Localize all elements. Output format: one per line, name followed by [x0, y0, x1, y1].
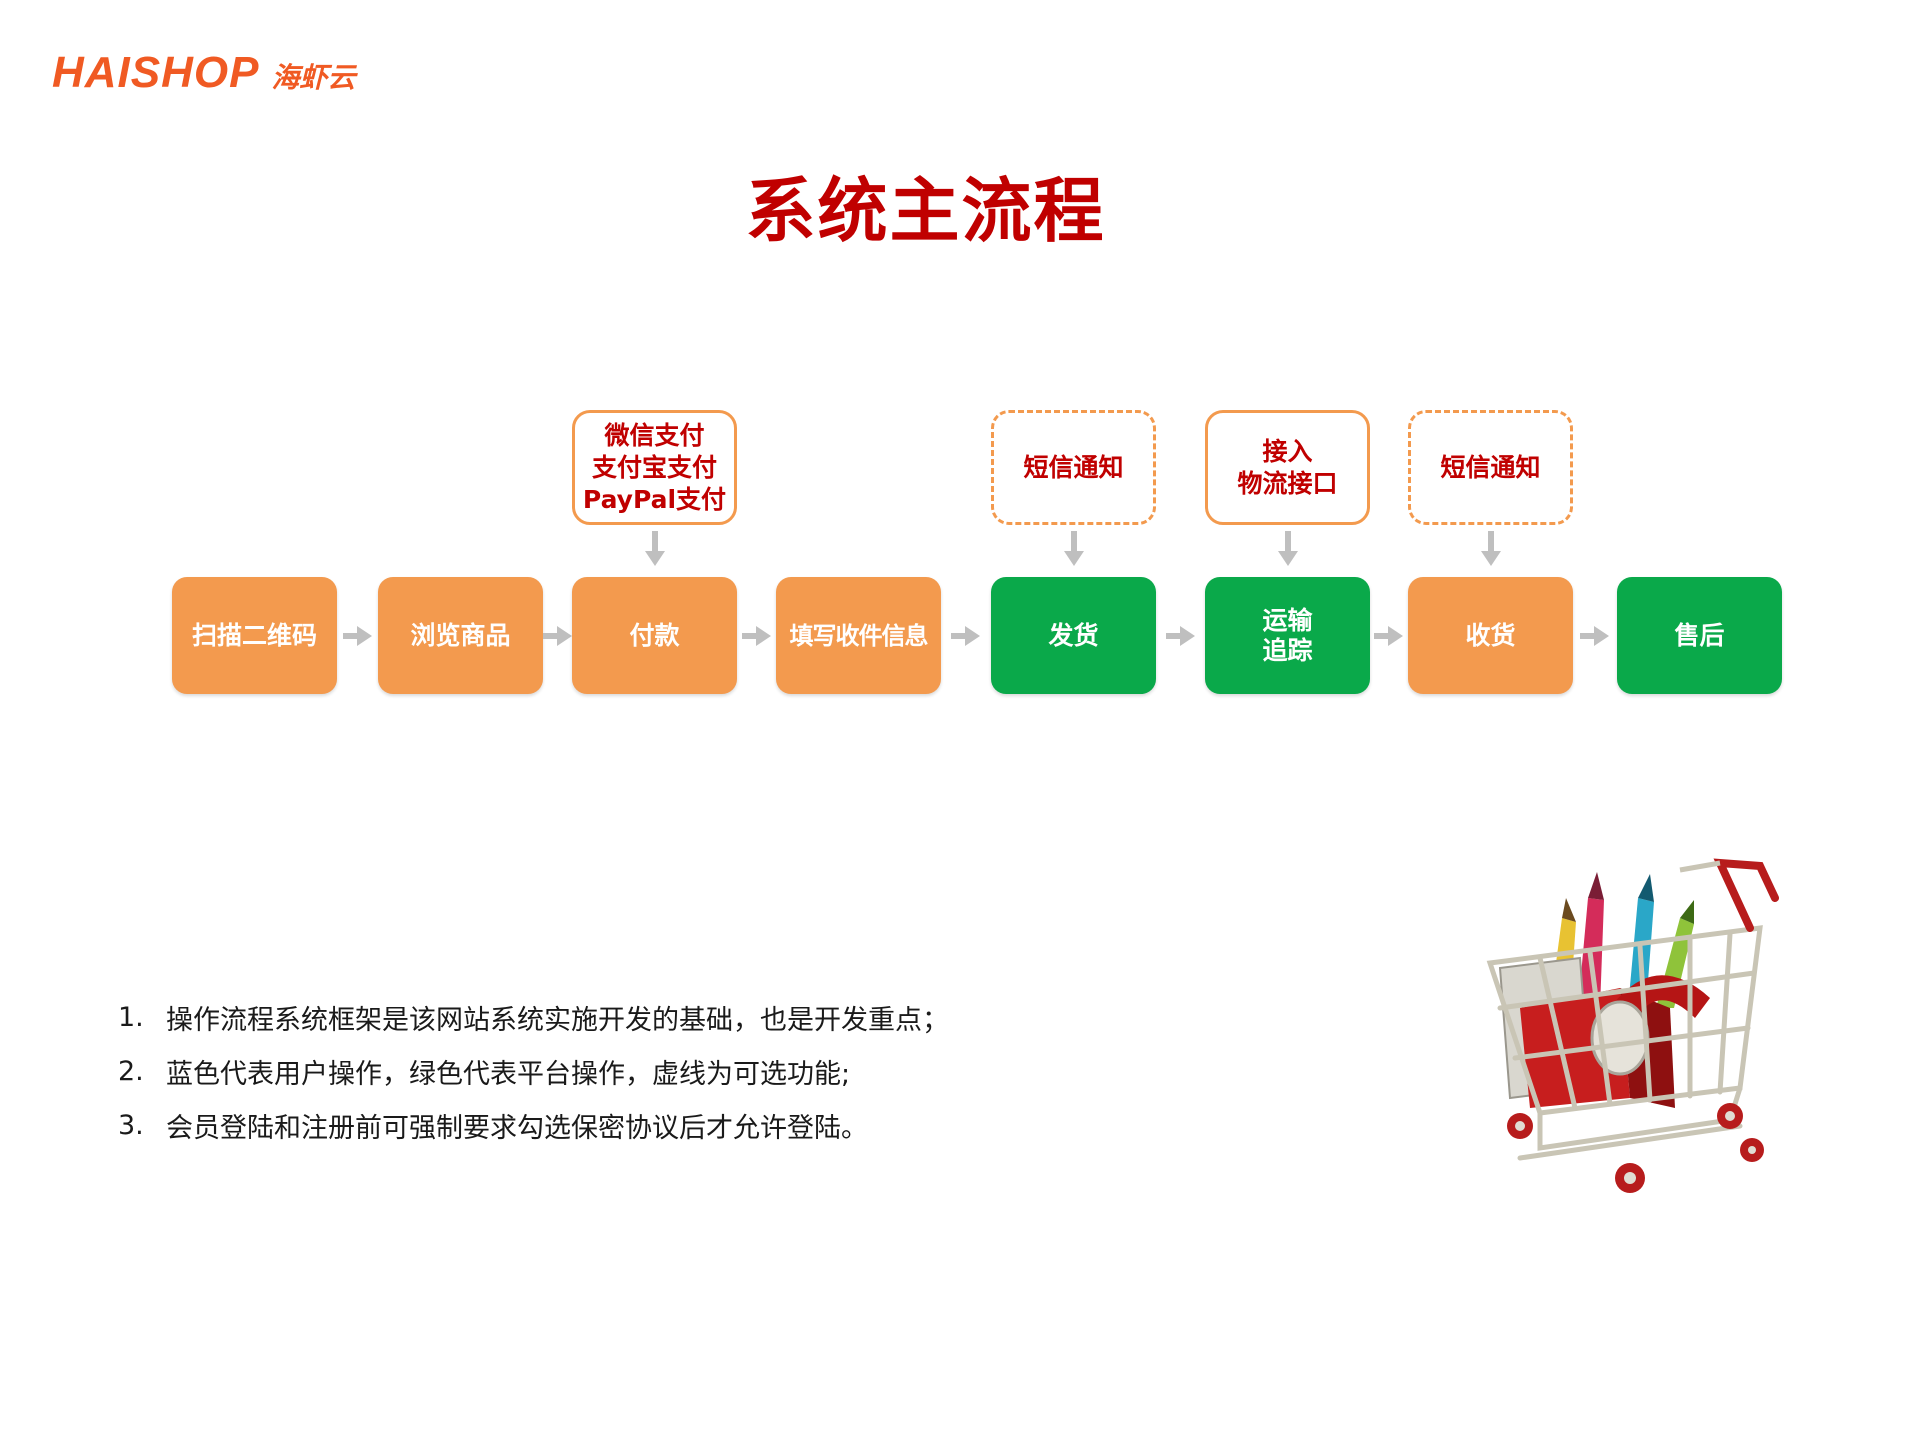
shopping-cart-icon [1486, 858, 1779, 1193]
note-number: 2. [118, 1055, 144, 1087]
flow-arrow-icon [542, 626, 572, 646]
note-item: 1. 操作流程系统框架是该网站系统实施开发的基础，也是开发重点； [118, 990, 949, 1044]
note-text: 会员登陆和注册前可强制要求勾选保密协议后才允许登陆。 [166, 1112, 868, 1144]
logo-text-cn: 海虾云 [271, 61, 356, 94]
flow-step: 付款 [572, 577, 737, 694]
down-arrow-icon [1277, 531, 1298, 566]
flow-step: 发货 [991, 577, 1156, 694]
brand-logo: HAISHOP 海虾云 [52, 48, 356, 98]
flow-arrow-icon [342, 626, 372, 646]
flow-arrow-icon [951, 626, 980, 646]
callout-line: 物流接口 [1237, 468, 1338, 498]
down-arrow-icon [644, 531, 665, 566]
flow-arrow-icon [741, 626, 771, 646]
callout-line: 接入 [1262, 436, 1313, 466]
callout-line: 短信通知 [1440, 452, 1541, 482]
option-callout: 短信通知 [991, 410, 1156, 525]
down-arrow-icon [1063, 531, 1084, 566]
note-text: 蓝色代表用户操作，绿色代表平台操作，虚线为可选功能; [166, 1058, 851, 1090]
flow-step: 售后 [1617, 577, 1782, 694]
logo-text-en: HAISHOP [52, 48, 260, 97]
callout-line: 支付宝支付 [591, 452, 717, 482]
flow-step: 收货 [1408, 577, 1573, 694]
option-callout: 接入物流接口 [1205, 410, 1370, 525]
down-arrow-icon [1480, 531, 1501, 566]
callout-line: 微信支付 [604, 420, 705, 450]
callout-line: 短信通知 [1023, 452, 1124, 482]
notes-list: 1. 操作流程系统框架是该网站系统实施开发的基础，也是开发重点； 2. 蓝色代表… [118, 990, 949, 1152]
flow-arrow-icon [1580, 626, 1609, 646]
flow-arrow-icon [1165, 626, 1195, 646]
flow-step: 填写收件信息 [776, 577, 941, 694]
flow-step: 运输追踪 [1205, 577, 1370, 694]
page-title: 系统主流程 [745, 170, 1106, 252]
note-item: 2. 蓝色代表用户操作，绿色代表平台操作，虚线为可选功能; [118, 1044, 949, 1098]
callout-line: PayPal支付 [582, 484, 727, 514]
note-number: 1. [118, 1001, 144, 1033]
note-number: 3. [118, 1109, 144, 1141]
note-item: 3. 会员登陆和注册前可强制要求勾选保密协议后才允许登陆。 [118, 1098, 949, 1152]
note-text: 操作流程系统框架是该网站系统实施开发的基础，也是开发重点； [166, 1004, 949, 1036]
option-callout: 短信通知 [1408, 410, 1573, 525]
flow-arrow-icon [1374, 626, 1403, 646]
flow-step: 扫描二维码 [172, 577, 337, 694]
flow-step: 浏览商品 [378, 577, 543, 694]
